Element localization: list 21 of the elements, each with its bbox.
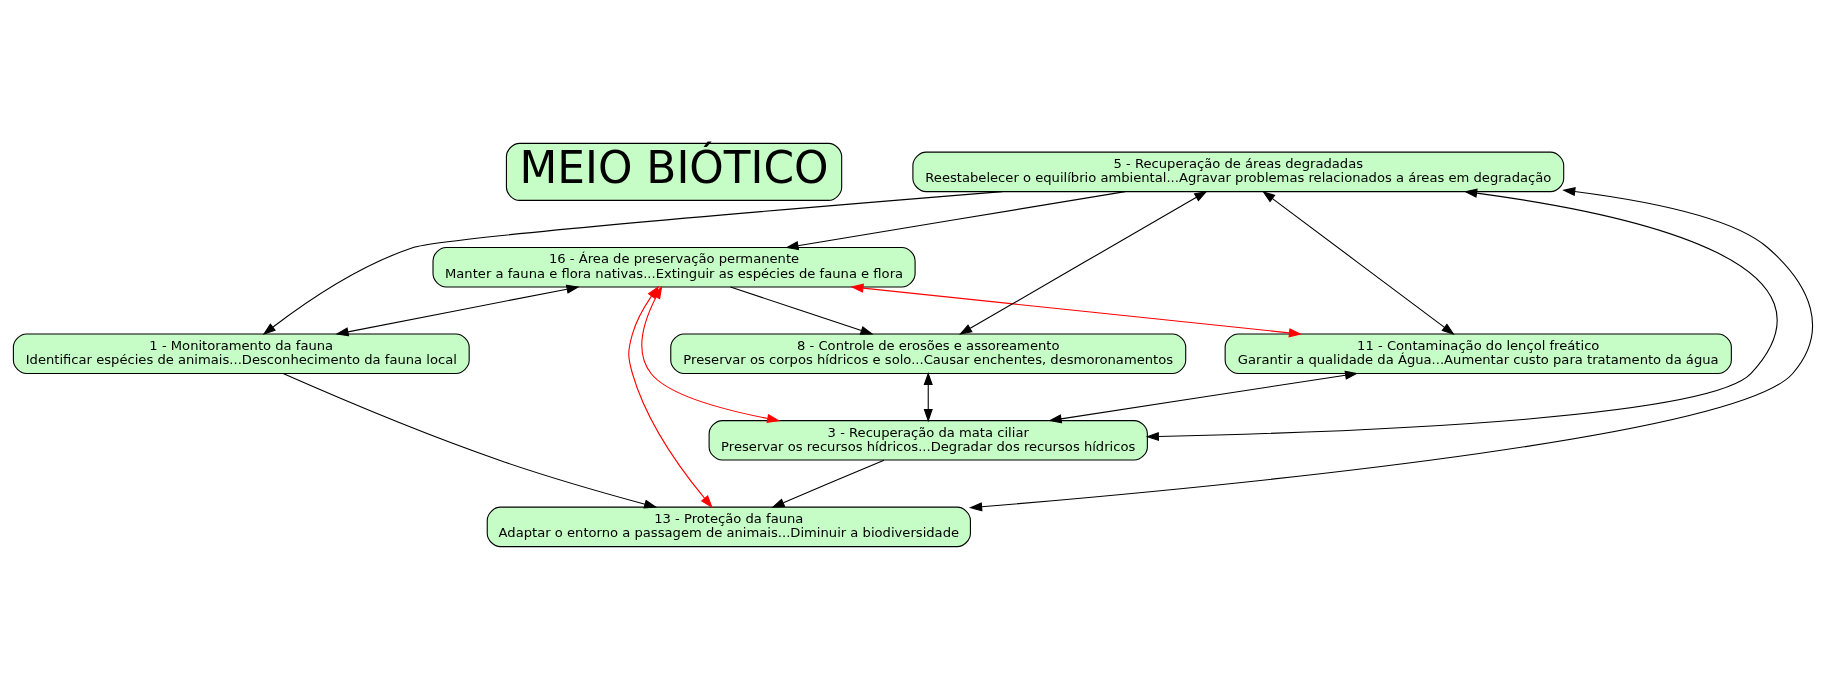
node-box: 16 - Área de preservação permanente Manter a fauna e flora nativas...Extinguir as espécies de fauna e flora	[431, 246, 916, 288]
node-box: 5 - Recuperação de áreas degradadas Reestabelecer o equilíbrio ambiental...Agravar problemas relacionados a áreas em degradação	[911, 151, 1564, 193]
arrow	[1261, 190, 1455, 336]
arrow	[923, 371, 933, 423]
arrow	[968, 187, 1813, 512]
arrow	[1047, 370, 1358, 424]
arrow	[262, 191, 1003, 335]
node-box: 8 - Controle de erosões e assoreamento Preservar os corpos hídricos e solo...Causar enchentes, desmoronamentos	[669, 333, 1186, 375]
node-box: 3 - Recuperação da mata ciliar Preservar os recursos hídricos...Degradar dos recursos hídricos	[708, 420, 1148, 461]
node-box: 11 - Contaminação do lençol freático Garantir a qualidade da Água...Aumentar custo para tratamento da água	[1224, 333, 1732, 375]
arrow	[770, 459, 885, 508]
arrow	[849, 283, 1302, 338]
arrow	[958, 190, 1207, 335]
arrow	[282, 373, 657, 509]
node-box: 13 - Proteção da fauna Adaptar o entorno a passagem de animais...Diminuir a biodiversidade	[486, 506, 971, 548]
node-box: MEIO BIÓTICO	[505, 142, 842, 201]
arrow	[729, 286, 874, 335]
arrow	[1145, 188, 1777, 442]
node-box: 1 - Monitoramento da fauna Identificar espécies de animais...Desconhecimento da fauna local	[12, 333, 470, 375]
arrow	[334, 284, 580, 337]
arrow	[784, 191, 1126, 251]
